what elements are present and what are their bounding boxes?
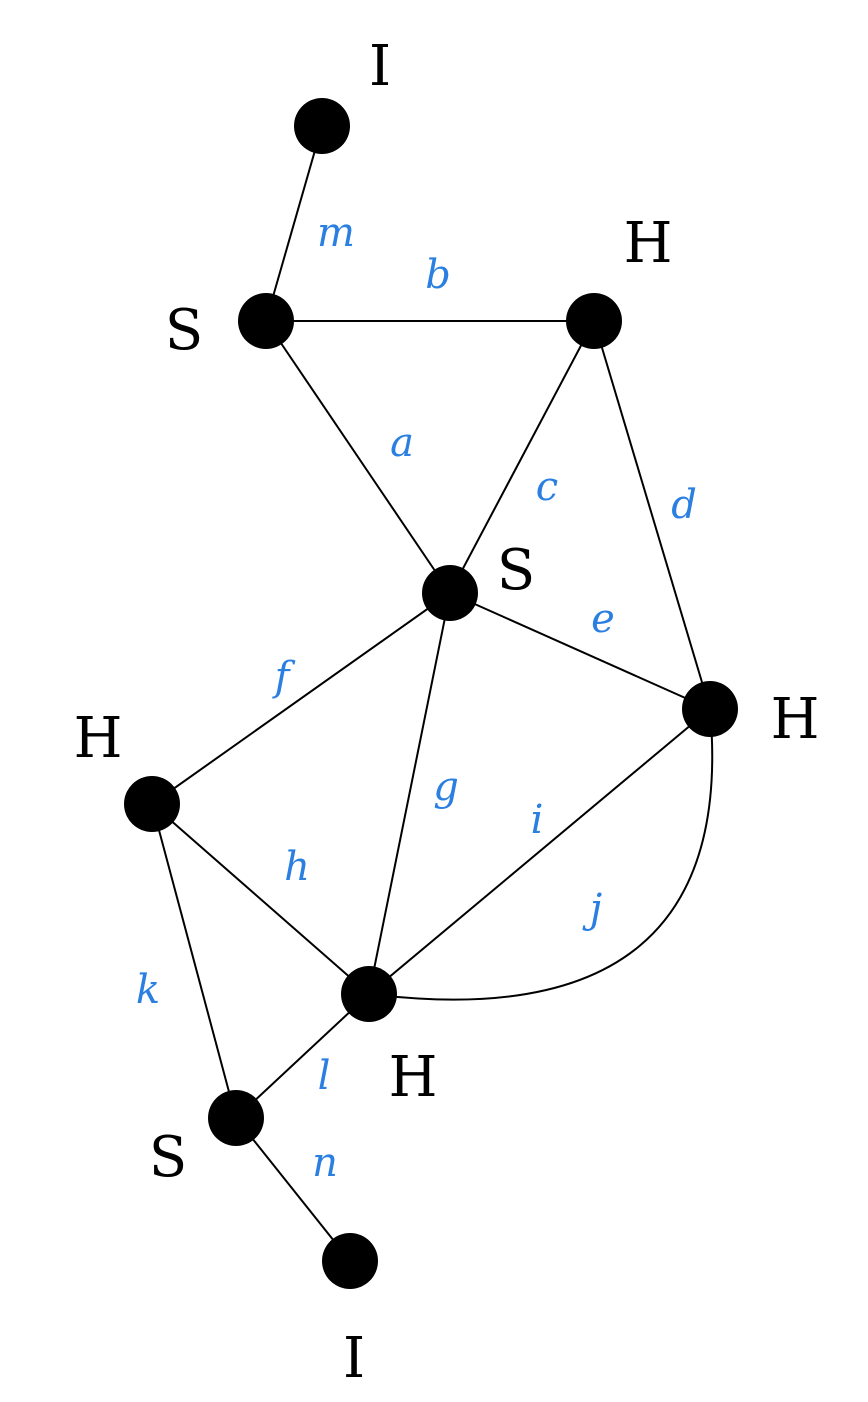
- edge-c: [449, 320, 595, 594]
- node-6-label: H: [74, 706, 123, 771]
- edge-c-label: c: [536, 464, 558, 510]
- node-3: [566, 293, 622, 349]
- edge-g-label: g: [433, 764, 459, 810]
- edge-f: [151, 592, 451, 805]
- node-1-label: I: [369, 34, 391, 99]
- node-6: [124, 776, 180, 832]
- nodes: [124, 98, 738, 1289]
- edge-i: [368, 708, 711, 995]
- edge-e-label: e: [591, 596, 615, 642]
- edge-e: [449, 592, 711, 710]
- node-labels: I S H S H H H S I: [74, 34, 820, 1391]
- node-4: [422, 565, 478, 621]
- edge-l: [235, 993, 370, 1119]
- edge-j: [368, 708, 714, 1001]
- node-2: [238, 293, 294, 349]
- edge-i-label: i: [531, 797, 544, 843]
- edge-l-label: l: [318, 1053, 331, 1099]
- node-8: [208, 1090, 264, 1146]
- node-4-label: S: [497, 538, 535, 603]
- edge-h: [151, 803, 370, 995]
- edge-labels: m b a c d e f g h i j k l n: [136, 210, 697, 1186]
- node-9: [322, 1233, 378, 1289]
- node-5-label: H: [771, 687, 820, 752]
- edge-a-label: a: [390, 420, 414, 466]
- node-3-label: H: [624, 211, 673, 276]
- edge-m-label: m: [317, 210, 355, 256]
- edge-k: [151, 803, 237, 1119]
- node-7-label: H: [389, 1045, 438, 1110]
- edge-d-label: d: [671, 482, 697, 528]
- edge-j-label: j: [582, 886, 602, 932]
- edge-h-label: h: [284, 844, 310, 890]
- node-8-label: S: [149, 1125, 187, 1190]
- edge-k-label: k: [136, 967, 160, 1013]
- node-5: [682, 681, 738, 737]
- edge-g: [368, 592, 451, 995]
- edge-n-label: n: [312, 1140, 338, 1186]
- node-7: [341, 966, 397, 1022]
- edge-b-label: b: [425, 252, 451, 298]
- edge-a: [265, 320, 451, 594]
- node-1: [294, 98, 350, 154]
- node-9-label: I: [343, 1326, 365, 1391]
- edge-n: [235, 1117, 351, 1262]
- edges: [151, 125, 714, 1262]
- edge-m: [265, 125, 323, 322]
- edge-f-label: f: [272, 654, 296, 700]
- edge-d: [593, 320, 711, 710]
- node-2-label: S: [165, 298, 203, 363]
